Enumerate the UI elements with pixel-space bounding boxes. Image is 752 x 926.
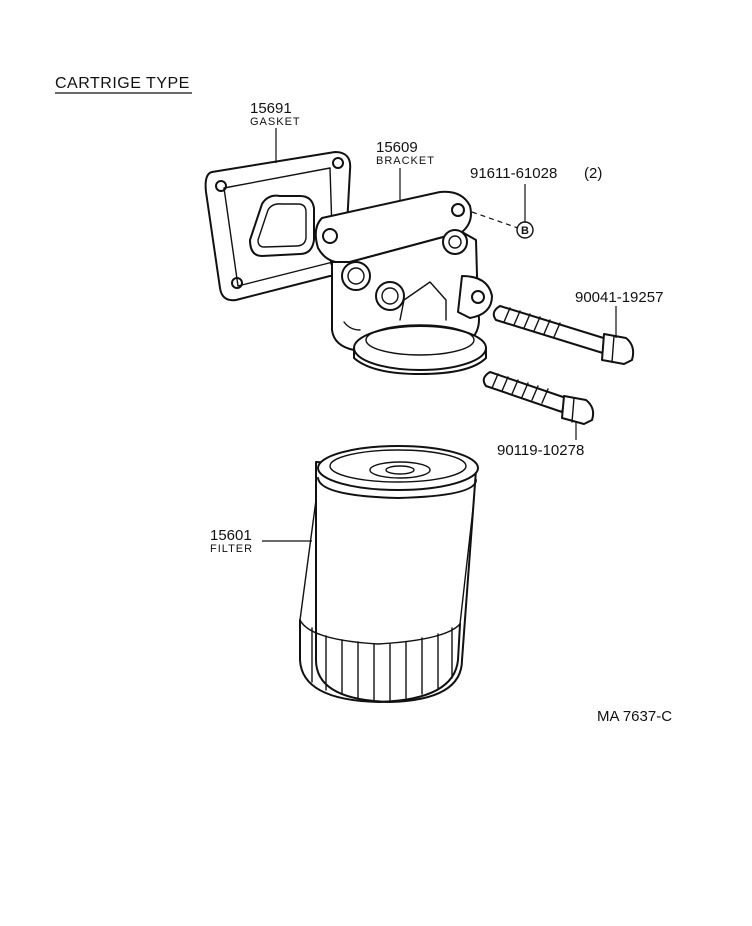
bracket-part-name: BRACKET [376,155,435,167]
gasket-part-name: GASKET [250,116,301,128]
filter-part-name: FILTER [210,543,253,555]
ref-bolt-part-number: 91611-61028 [470,165,557,182]
short-bolt-part-number: 90119-10278 [497,442,584,459]
ref-marker-circle [516,221,534,239]
filter-part-number: 15601 [210,527,252,544]
filter-drawing [299,445,479,703]
bracket-part-number: 15609 [376,139,418,156]
gasket-part-number: 15691 [250,100,292,117]
gasket-drawing [204,151,352,302]
diagram-title: CARTRIGE TYPE [55,75,190,92]
long-bolt-drawing [492,305,635,365]
short-bolt-drawing [482,371,595,425]
ref-bolt-dashed-leader [471,211,519,229]
long-bolt-part-number: 90041-19257 [575,289,663,306]
drawing-code: MA 7637-C [597,708,672,725]
ref-bolt-qty: (2) [584,165,602,182]
ref-marker-letter: B [521,225,529,237]
bracket-drawing [314,190,493,375]
